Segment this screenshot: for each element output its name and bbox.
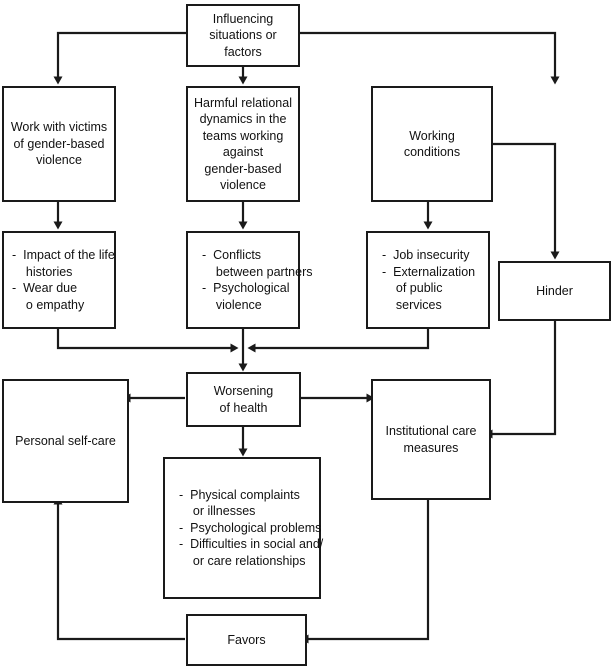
node-impact-of-life-histories[interactable]: - Impact of the life histories - Wear du… [2, 231, 116, 329]
node-hinder-label: Hinder [536, 283, 573, 298]
node-impact-of-life-histories-label: - Impact of the life histories - Wear du… [12, 248, 115, 312]
node-conflicts-between-partners[interactable]: - Conflicts between partners - Psycholog… [186, 231, 312, 329]
node-symptoms-label: - Physical complaints or illnesses - Psy… [179, 487, 324, 568]
node-conflicts-between-partners-label: - Conflicts between partners - Psycholog… [202, 248, 313, 312]
edge-working-conditions-to-hinder [493, 142, 560, 260]
node-influencing-situations-label: Influencing situations or factors [209, 11, 277, 59]
node-worsening-of-health-label: Worsening of health [213, 384, 274, 415]
node-harmful-relational-dynamics[interactable]: Harmful relational dynamics in the teams… [186, 86, 300, 202]
edge-influencing-to-working-conditions [300, 31, 560, 85]
node-hinder[interactable]: Hinder [498, 261, 611, 321]
edge-influencing-to-work-victims [53, 31, 186, 85]
node-work-with-victims-label: Work with victims of gender-based violen… [10, 120, 108, 168]
edge-job-insecurity-to-worsening [247, 329, 430, 353]
node-institutional-care-measures[interactable]: Institutional care measures [371, 379, 491, 500]
edge-hinder-to-institutional-care [484, 321, 557, 439]
edge-impact-life-to-worsening [56, 329, 239, 353]
node-symptoms[interactable]: - Physical complaints or illnesses - Psy… [163, 457, 323, 599]
node-working-conditions-label: Working conditions [403, 128, 461, 160]
node-job-insecurity-label: - Job insecurity - Externalization of pu… [382, 248, 476, 312]
node-personal-self-care-label: Personal self-care [15, 433, 116, 448]
node-favors-label: Favors [227, 632, 266, 647]
node-work-with-victims[interactable]: Work with victims of gender-based violen… [2, 86, 116, 202]
node-worsening-of-health[interactable]: Worsening of health [186, 372, 301, 427]
node-influencing-situations[interactable]: Influencing situations or factors [186, 4, 300, 67]
node-personal-self-care[interactable]: Personal self-care [2, 379, 129, 503]
node-institutional-care-measures-label: Institutional care measures [385, 424, 477, 455]
node-working-conditions[interactable]: Working conditions [371, 86, 493, 202]
node-favors[interactable]: Favors [186, 614, 307, 666]
node-job-insecurity[interactable]: - Job insecurity - Externalization of pu… [366, 231, 490, 329]
node-harmful-relational-dynamics-label: Harmful relational dynamics in the teams… [194, 95, 292, 193]
